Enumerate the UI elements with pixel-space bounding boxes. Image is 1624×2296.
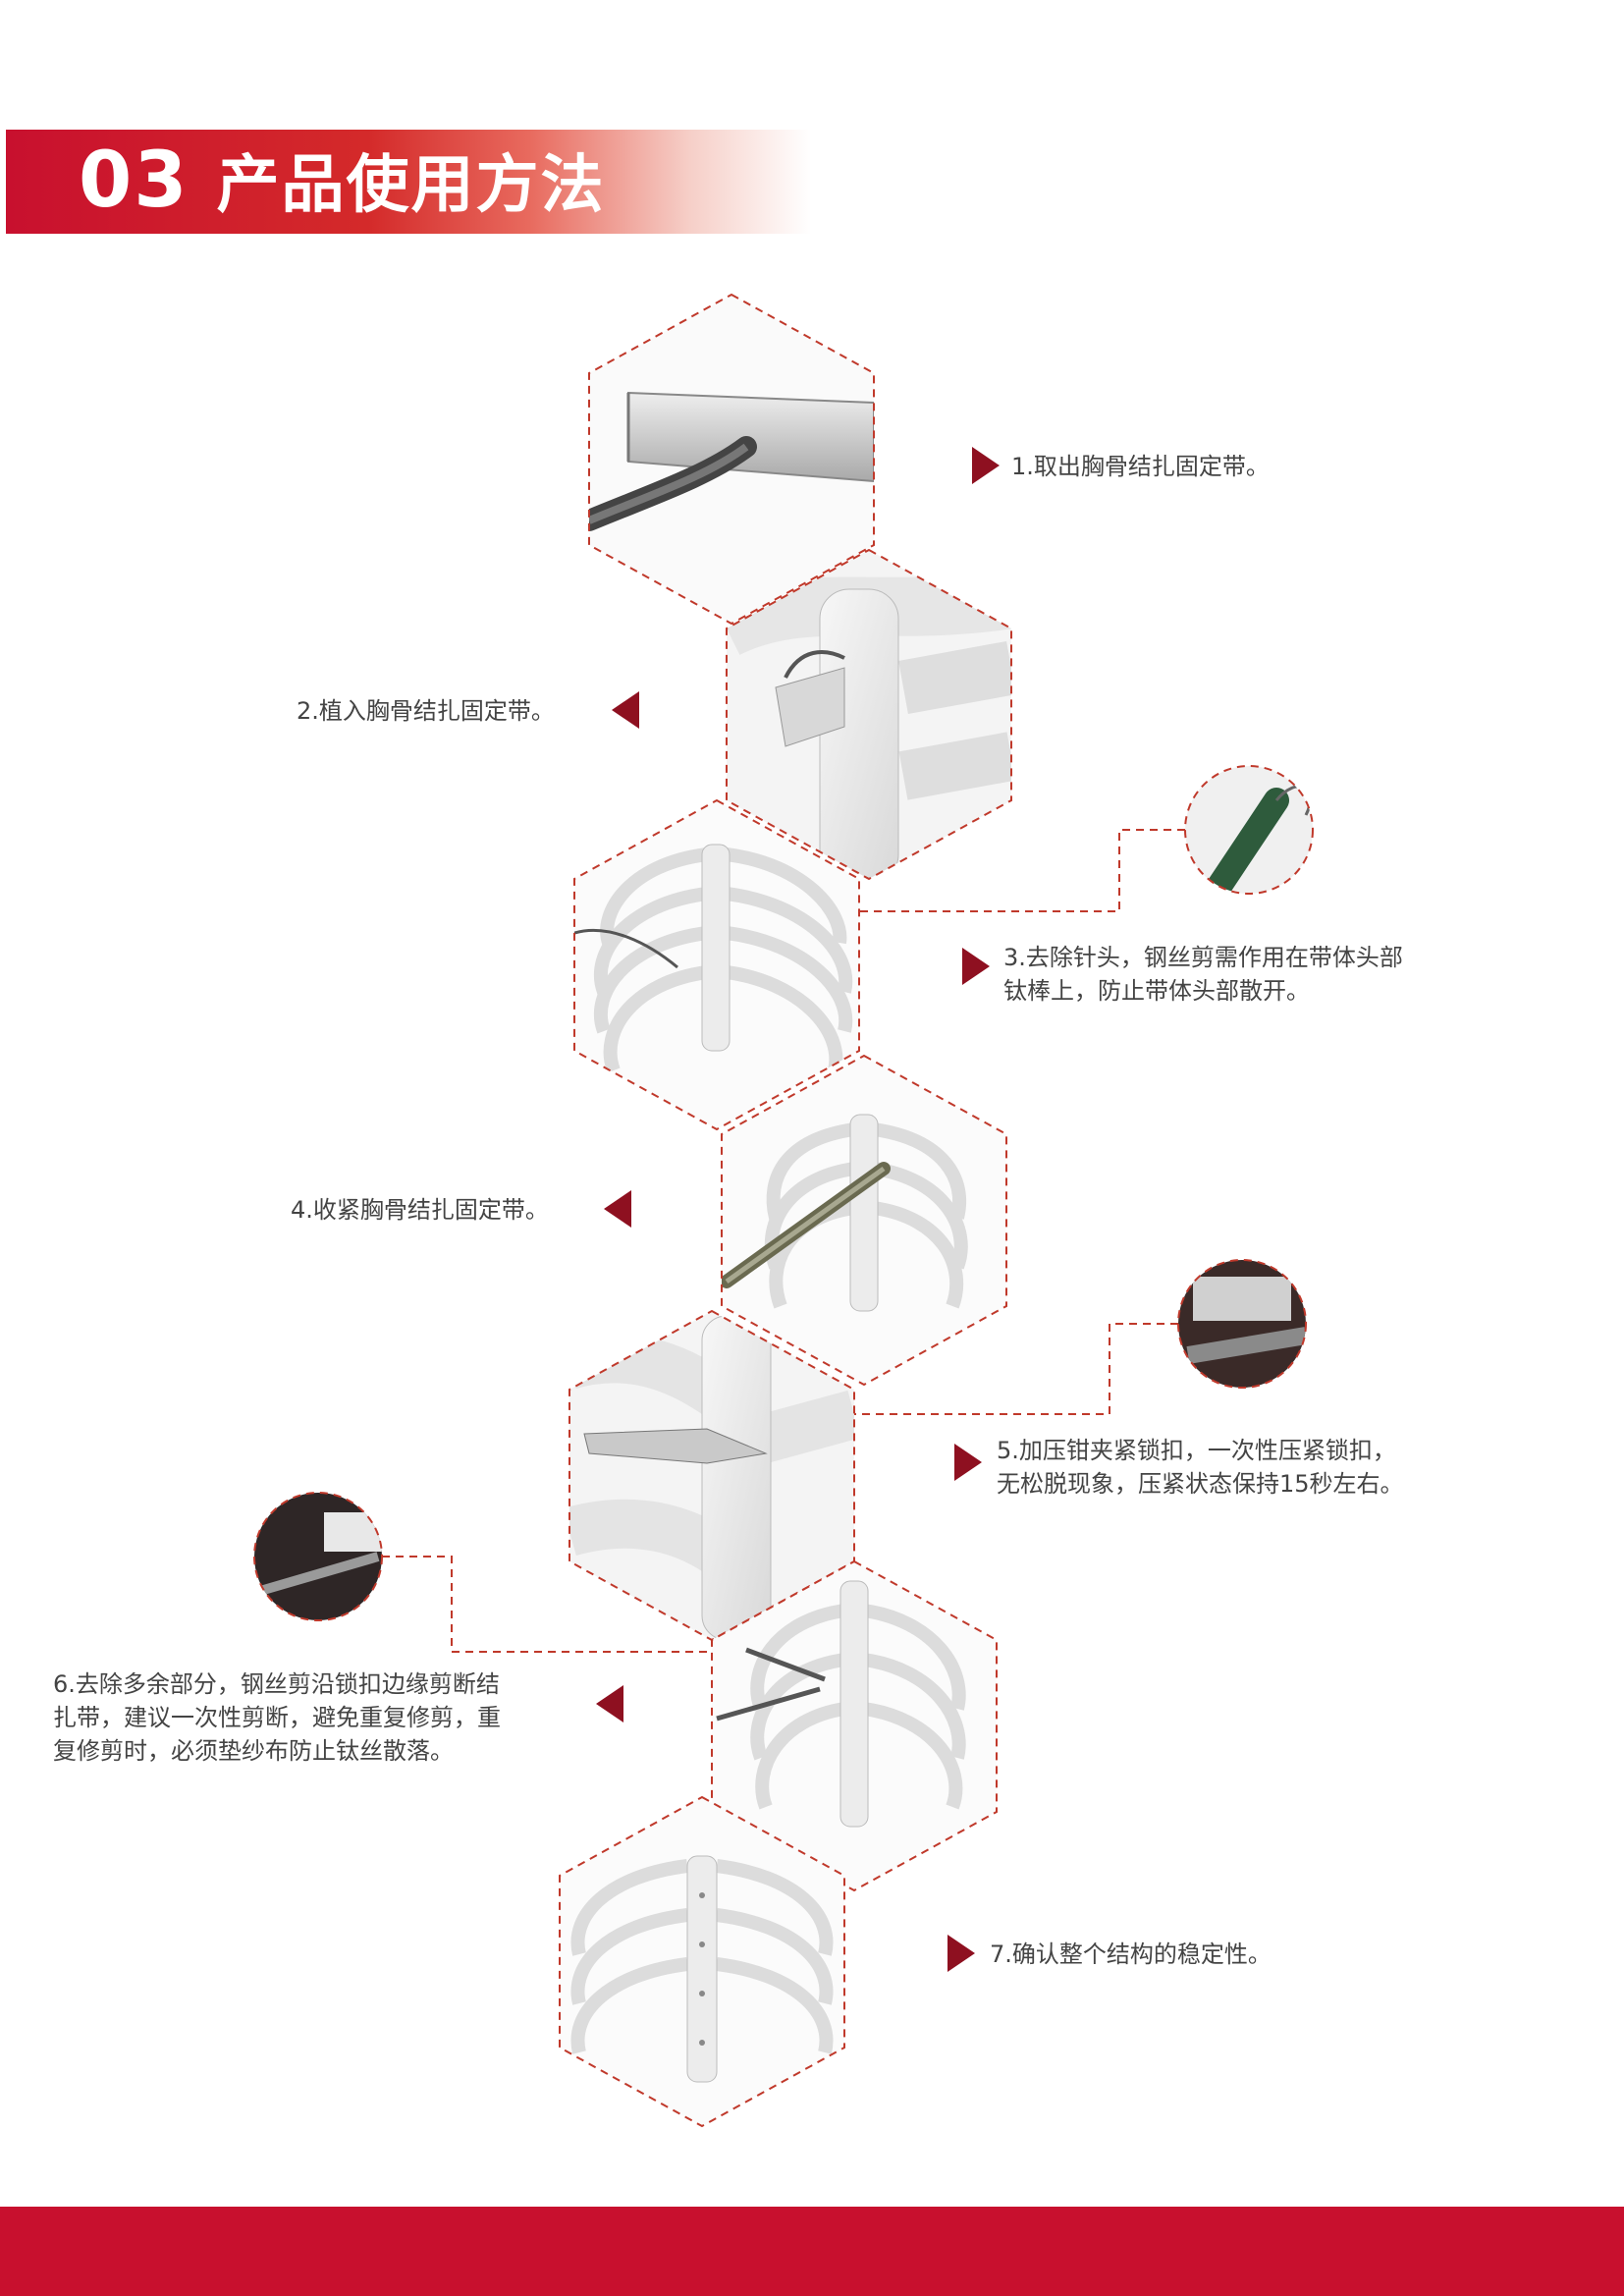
step1-image <box>588 293 875 626</box>
step6-text: 6.去除多余部分，钢丝剪沿锁扣边缘剪断结 扎带，建议一次性剪断，避免重复修剪，重… <box>53 1667 501 1768</box>
triangle-left-icon <box>596 1685 623 1722</box>
step3-text: 3.去除针头，钢丝剪需作用在带体头部 钛棒上，防止带体头部散开。 <box>1003 941 1403 1008</box>
step5-text-line1: 5.加压钳夹紧锁扣，一次性压紧锁扣， <box>997 1437 1396 1464</box>
step4-image <box>721 1054 1007 1387</box>
step2-text: 2.植入胸骨结扎固定带。 <box>297 697 555 725</box>
step6-text-line2: 扎带，建议一次性剪断，避免重复修剪，重 <box>53 1704 501 1731</box>
section-title-text: 产品使用方法 <box>216 149 606 222</box>
section-title: 03 产品使用方法 <box>79 137 606 229</box>
step1-text: 1.取出胸骨结扎固定带。 <box>1011 453 1270 480</box>
step2-image <box>726 548 1012 881</box>
step4-text: 4.收紧胸骨结扎固定带。 <box>291 1196 549 1224</box>
footer-band <box>0 2207 1624 2296</box>
section-header-band <box>6 130 811 234</box>
step5-detail-circle <box>854 1259 1307 1415</box>
triangle-left-icon <box>604 1190 631 1228</box>
triangle-right-icon <box>947 1935 975 1972</box>
section-number: 03 <box>79 137 189 225</box>
step6-detail-circle <box>253 1492 712 1653</box>
step3-detail-circle <box>859 765 1314 912</box>
step5-text-line2: 无松脱现象，压紧状态保持15秒左右。 <box>997 1470 1404 1498</box>
step7-image <box>559 1795 845 2128</box>
step6-text-line1: 6.去除多余部分，钢丝剪沿锁扣边缘剪断结 <box>53 1670 500 1698</box>
step3-image <box>573 798 860 1131</box>
step6-text-line3: 复修剪时，必须垫纱布防止钛丝散落。 <box>53 1737 454 1765</box>
triangle-right-icon <box>954 1444 982 1481</box>
triangle-right-icon <box>962 948 990 985</box>
step7-text: 7.确认整个结构的稳定性。 <box>990 1941 1272 1968</box>
triangle-right-icon <box>972 447 1000 484</box>
step5-text: 5.加压钳夹紧锁扣，一次性压紧锁扣， 无松脱现象，压紧状态保持15秒左右。 <box>997 1434 1404 1501</box>
triangle-left-icon <box>612 691 639 729</box>
step3-text-line1: 3.去除针头，钢丝剪需作用在带体头部 <box>1003 944 1403 971</box>
step3-text-line2: 钛棒上，防止带体头部散开。 <box>1003 977 1310 1005</box>
